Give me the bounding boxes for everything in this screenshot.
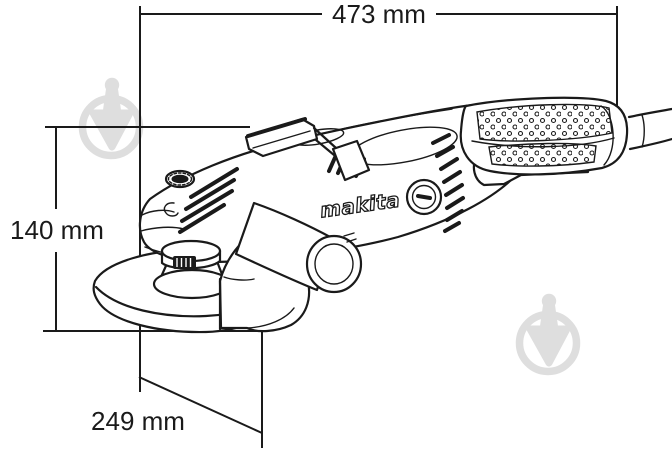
grip-texture-lower [488, 142, 597, 167]
spindle-lock-button [164, 169, 196, 189]
dimension-overall-width: 473 mm [139, 0, 618, 392]
dimension-disc-label: 249 mm [91, 406, 185, 436]
grip-texture-upper [476, 103, 613, 142]
watermark-bottom-right-icon [520, 294, 577, 372]
watermark-top-left-icon [83, 78, 140, 156]
brush-cap [405, 178, 443, 216]
angle-grinder-illustration: makita [92, 96, 672, 334]
dimension-disc-width: 249 mm [91, 326, 263, 448]
dimension-width-label: 473 mm [332, 0, 426, 29]
wheel-hub-flange [152, 239, 232, 300]
power-cord [627, 107, 672, 151]
side-handle [234, 201, 363, 294]
dimension-height-label: 140 mm [10, 215, 104, 245]
rear-handle [459, 96, 629, 176]
vent-slots-head [178, 167, 239, 234]
dimension-height: 140 mm [10, 126, 262, 332]
switch-lever [244, 117, 371, 182]
rib-bars [431, 133, 465, 233]
